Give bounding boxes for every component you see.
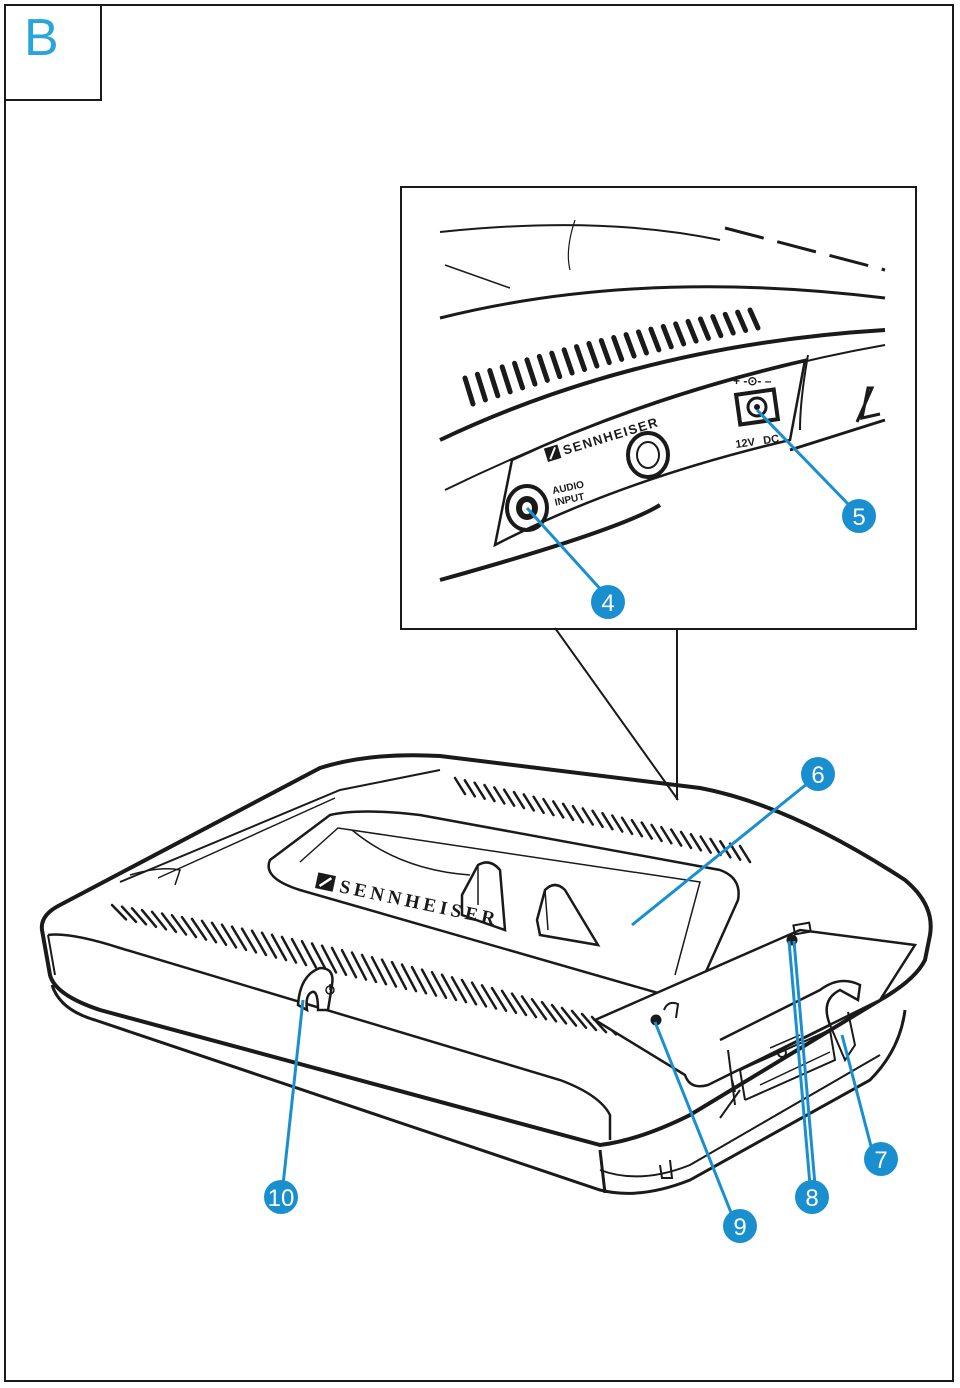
headphone-status-icon [663, 1001, 680, 1019]
callout-8: 8 [795, 1180, 829, 1214]
dc-label-12v: 12V [735, 436, 757, 451]
callout-10: 10 [264, 1180, 298, 1214]
inset-vent-slots [462, 307, 761, 407]
svg-text:6: 6 [811, 762, 824, 789]
callout-4: 4 [591, 585, 625, 619]
page-frame [4, 4, 954, 1382]
battery-icon [792, 921, 812, 936]
section-label-box: B [4, 4, 102, 101]
svg-text:9: 9 [733, 1214, 746, 1241]
callout-5: 5 [842, 499, 876, 533]
front-vent-slots [110, 903, 618, 1036]
svg-text:8: 8 [805, 1185, 818, 1212]
callout-6: 6 [801, 757, 835, 791]
callout-7: 7 [864, 1142, 898, 1176]
detail-inset-frame [400, 186, 917, 630]
round-jack [626, 431, 670, 479]
svg-text:+ -⊙- –: + -⊙- – [733, 374, 772, 388]
inset-pointer-left [554, 627, 679, 801]
svg-text:4: 4 [601, 590, 614, 617]
power-switch [296, 966, 334, 1013]
svg-text:7: 7 [874, 1147, 887, 1174]
dc-label-dc: DC [762, 433, 779, 447]
callout-badges: 4 5 6 7 8 9 10 [264, 499, 898, 1243]
rear-panel-detail: SENNHEISER AUDIO INPUT + -⊙- – 12V DC [400, 186, 917, 801]
callout-9: 9 [723, 1209, 757, 1243]
callout-leaders [281, 781, 874, 1216]
svg-text:10: 10 [268, 1185, 295, 1212]
section-letter: B [24, 9, 59, 67]
audio-input-jack [505, 484, 549, 532]
svg-text:5: 5 [852, 504, 865, 531]
transmitter-device: SENNHEISER [39, 753, 933, 1195]
